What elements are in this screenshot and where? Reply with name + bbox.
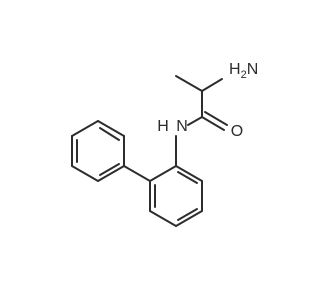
molecule-structure-diagram: H2N N H O bbox=[71, 61, 258, 227]
bond-carbonyl-oxygen-1 bbox=[201, 116, 225, 131]
bond-ring-a-3 bbox=[149, 210, 177, 227]
bond-ring-b-double-1 bbox=[99, 127, 120, 141]
bond-ring-a-6 bbox=[175, 165, 203, 182]
bond-ring-b-2 bbox=[97, 120, 125, 137]
amine-label: H2N bbox=[229, 61, 258, 81]
bond-ring-b-double-3 bbox=[99, 163, 120, 176]
amine-nitrogen: N bbox=[247, 61, 259, 78]
bond-ring-a-1 bbox=[149, 165, 177, 182]
bond-ring-b-6 bbox=[97, 165, 125, 182]
bond-ring-a-double-2 bbox=[177, 208, 198, 221]
bond-ring-b-5 bbox=[71, 165, 99, 182]
amine-subscript: 2 bbox=[241, 69, 247, 81]
bond-carbonyl-nitrogen bbox=[187, 116, 203, 126]
amide-nitrogen-label: N bbox=[176, 118, 188, 135]
bond-alpha-amine bbox=[201, 78, 223, 92]
bond-carbonyl-oxygen-2 bbox=[204, 111, 228, 126]
carbonyl-oxygen-label: O bbox=[231, 123, 243, 140]
bond-ring-b-3 bbox=[71, 120, 99, 137]
bond-methyl-alpha bbox=[175, 75, 203, 92]
amine-hydrogen: H bbox=[229, 61, 241, 78]
amide-hydrogen-label: H bbox=[157, 118, 169, 135]
bond-ring-a-4 bbox=[175, 210, 203, 227]
bond-biaryl bbox=[123, 165, 151, 182]
bond-ring-a-double-3 bbox=[177, 171, 198, 184]
